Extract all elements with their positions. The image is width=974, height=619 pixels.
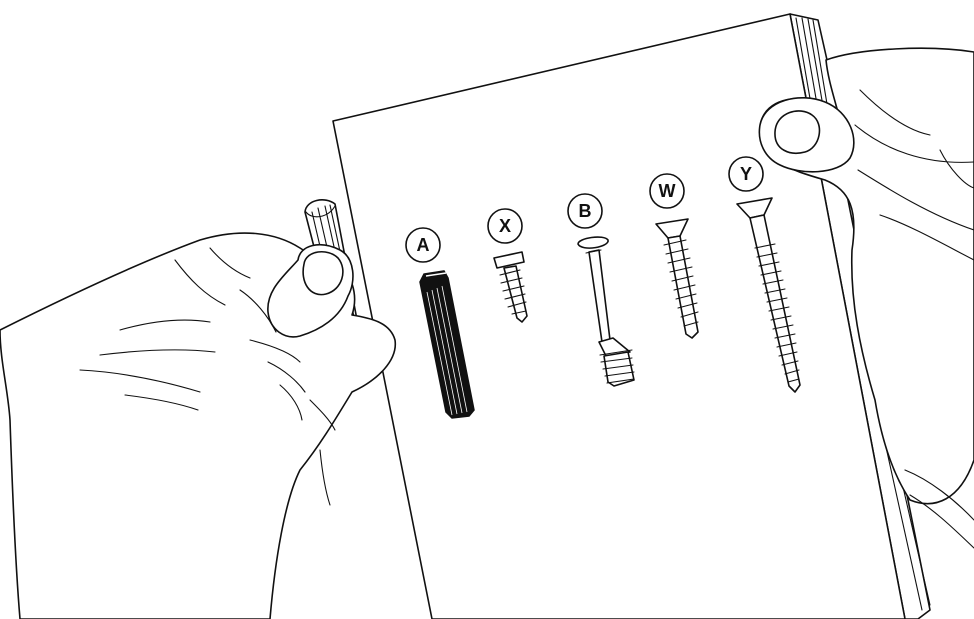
- part-label-w: W: [650, 174, 684, 208]
- part-label-w-text: W: [659, 181, 676, 201]
- part-label-x-text: X: [499, 216, 511, 236]
- part-label-y-text: Y: [740, 164, 752, 184]
- part-label-a-text: A: [417, 235, 430, 255]
- left-hand: [0, 233, 395, 619]
- part-label-b-text: B: [579, 201, 592, 221]
- part-label-x: X: [488, 209, 522, 243]
- part-label-a: A: [406, 228, 440, 262]
- part-label-y: Y: [729, 157, 763, 191]
- part-label-b: B: [568, 194, 602, 228]
